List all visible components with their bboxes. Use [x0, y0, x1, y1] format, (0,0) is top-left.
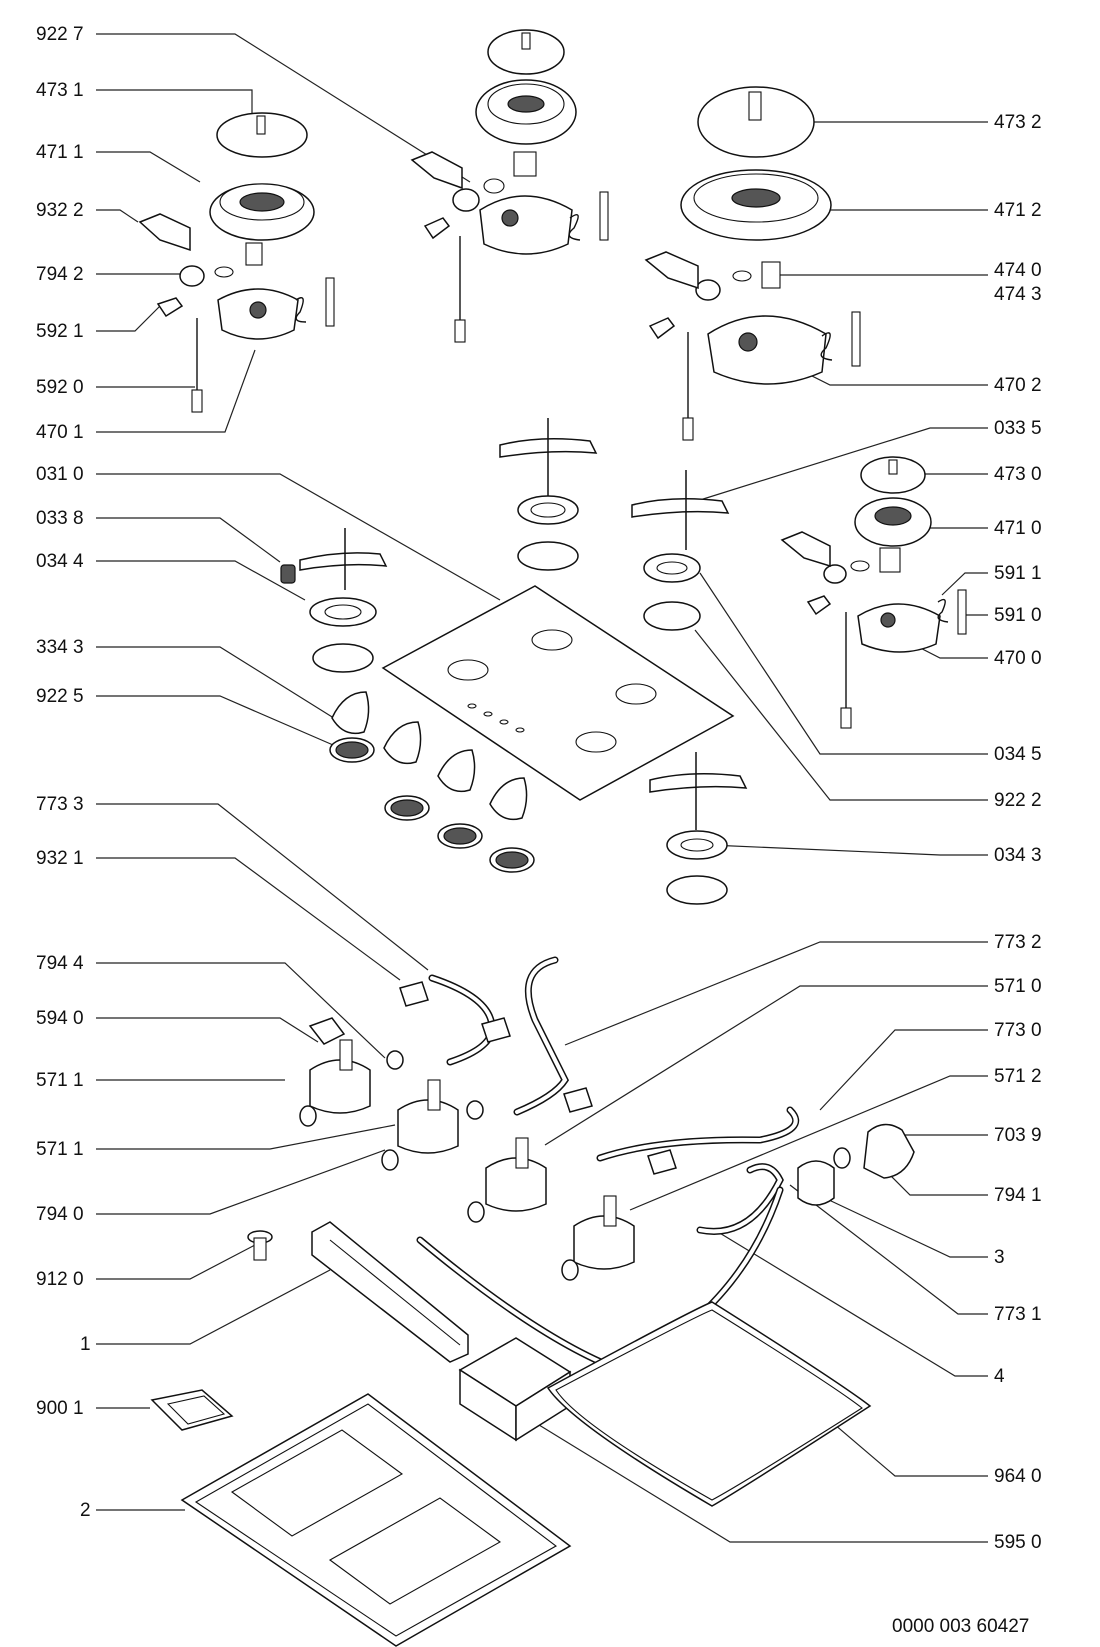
burner-assembly-right-large	[644, 86, 861, 441]
ignition-box	[458, 1337, 572, 1442]
gas-valves-tubing	[299, 956, 800, 1374]
part-label: 571 0	[994, 976, 1042, 997]
part-label: 471 2	[994, 200, 1042, 221]
part-label: 470 0	[994, 648, 1042, 669]
part-label: 471 1	[36, 142, 84, 163]
part-label: 591 1	[994, 563, 1042, 584]
part-label: 033 8	[36, 508, 84, 529]
part-label: 571 2	[994, 1066, 1042, 1087]
part-label: 2	[80, 1500, 91, 1521]
part-label: 334 3	[36, 637, 84, 658]
part-label: 4	[994, 1366, 1005, 1387]
bracket-rail	[311, 1221, 469, 1363]
footer-code: 0000 003 60427	[892, 1616, 1029, 1637]
gas-inlet-fittings	[797, 1123, 915, 1206]
part-label: 932 2	[36, 200, 84, 221]
part-label: 773 3	[36, 794, 84, 815]
part-label: 031 0	[36, 464, 84, 485]
part-label: 034 5	[994, 744, 1042, 765]
base-tray	[180, 1393, 572, 1647]
part-label: 473 1	[36, 80, 84, 101]
part-label: 571 1	[36, 1070, 84, 1091]
part-label: 591 0	[994, 605, 1042, 626]
glass-cooktop	[381, 585, 735, 801]
leader-lines	[96, 33, 988, 1543]
part-label: 474 0	[994, 260, 1042, 281]
burner-assembly-middle	[410, 29, 609, 343]
part-labels-right: 473 2 471 2 474 0 474 3 470 2 033 5 473 …	[994, 112, 1042, 1553]
part-label: 473 0	[994, 464, 1042, 485]
burner-caps-rings	[309, 495, 728, 905]
part-label: 900 1	[36, 1398, 84, 1419]
part-label: 033 5	[994, 418, 1042, 439]
part-label: 592 1	[36, 321, 84, 342]
part-label: 034 3	[994, 845, 1042, 866]
part-label: 3	[994, 1247, 1005, 1268]
part-label: 571 1	[36, 1139, 84, 1160]
pan-supports	[280, 418, 748, 830]
part-label: 594 0	[36, 1008, 84, 1029]
control-knobs	[329, 691, 535, 873]
part-label: 794 0	[36, 1204, 84, 1225]
part-label: 932 1	[36, 848, 84, 869]
part-label: 1	[80, 1334, 91, 1355]
part-label: 922 2	[994, 790, 1042, 811]
screw	[247, 1230, 273, 1261]
part-labels-left: 922 7 473 1 471 1 932 2 794 2 592 1 592 …	[36, 24, 91, 1521]
part-label: 773 1	[994, 1304, 1042, 1325]
part-label: 794 4	[36, 953, 84, 974]
burner-assembly-left	[138, 112, 335, 413]
part-label: 922 7	[36, 24, 84, 45]
part-label: 773 0	[994, 1020, 1042, 1041]
part-label: 922 5	[36, 686, 84, 707]
part-label: 471 0	[994, 518, 1042, 539]
part-label: 470 2	[994, 375, 1042, 396]
burner-assembly-right-small	[780, 456, 967, 729]
part-label: 703 9	[994, 1125, 1042, 1146]
part-label: 474 3	[994, 284, 1042, 305]
part-label: 595 0	[994, 1532, 1042, 1553]
part-label: 912 0	[36, 1269, 84, 1290]
part-label: 794 2	[36, 264, 84, 285]
part-label: 773 2	[994, 932, 1042, 953]
part-label: 964 0	[994, 1466, 1042, 1487]
heat-shield-bracket	[150, 1389, 234, 1431]
part-label: 034 4	[36, 551, 84, 572]
part-label: 592 0	[36, 377, 84, 398]
seal-gasket	[546, 1301, 872, 1507]
part-label: 794 1	[994, 1185, 1042, 1206]
part-label: 470 1	[36, 422, 84, 443]
part-label: 473 2	[994, 112, 1042, 133]
